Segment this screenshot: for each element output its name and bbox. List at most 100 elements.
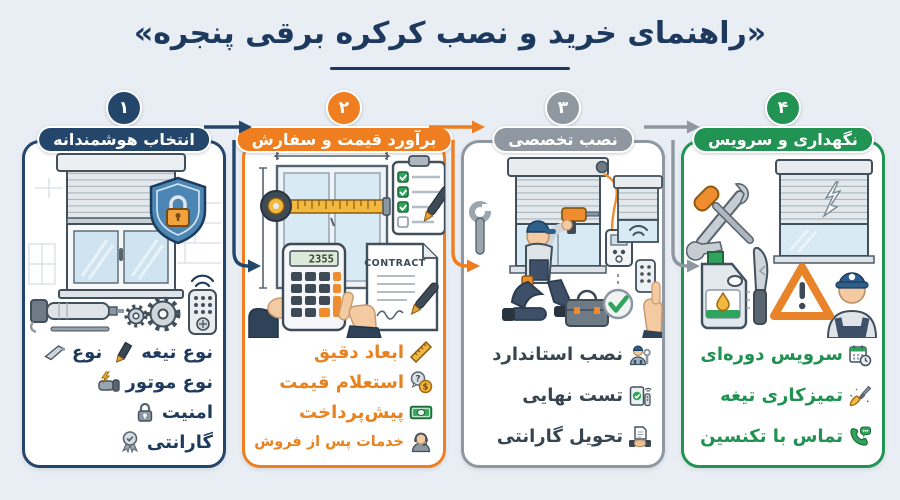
measure-quote-illustration: CONTRACT 2355 <box>248 152 445 338</box>
checklist-row: تست نهایی <box>470 375 654 416</box>
support-agent-icon <box>409 430 433 454</box>
checklist-label: امنیت <box>161 401 213 423</box>
technician-with-drill <box>502 207 600 321</box>
contract-label: CONTRACT <box>364 258 426 269</box>
banknote-icon <box>409 400 433 424</box>
calendar-clock-icon <box>848 343 872 367</box>
checklist-row: نوع تیغه نوع <box>31 337 215 367</box>
checklist-label: سرویس دوره‌ای <box>700 344 843 365</box>
checklist: نوع تیغه نوع نوع موتور امنیت گارانتی <box>31 337 215 457</box>
blade-icon <box>43 340 67 364</box>
checklist-label: تست نهایی <box>522 385 623 406</box>
blade-knife-icon <box>752 246 769 325</box>
title-underline <box>330 67 570 70</box>
checklist-row: ابعاد دقیق <box>251 337 435 367</box>
wrench-icon <box>469 201 492 255</box>
checklist-label: تمیزکاری تیغه <box>720 385 843 406</box>
technician-icon <box>628 343 652 367</box>
checklist-item: استعلام قیمت <box>279 370 433 394</box>
checklist-label: استعلام قیمت <box>279 371 404 393</box>
security-shield-icon <box>149 176 207 245</box>
checklist-label: پیش‌پرداخت <box>299 401 404 423</box>
toolbox-icon <box>565 289 609 327</box>
connector-elbow-3-4 <box>663 140 701 286</box>
checklist-label: نوع <box>71 341 103 363</box>
checklist-item: خدمات پس از فروش <box>254 430 433 454</box>
checklist-label: نوع تیغه <box>141 341 213 363</box>
remote-shutter-test <box>613 175 663 338</box>
checklist-item: تماس با تکنسین <box>700 425 872 449</box>
check-circle-icon <box>602 274 634 320</box>
damaged-shutter <box>773 159 875 264</box>
remote-control-illustration <box>188 274 217 335</box>
step-header-pill: انتخاب هوشمندانه <box>37 126 211 153</box>
medal-icon <box>118 430 142 454</box>
checklist-item: تحویل گارانتی <box>497 425 652 449</box>
shutter-window-illustration <box>28 153 221 335</box>
motor-icon <box>97 370 121 394</box>
checklist-label: نصب استاندارد <box>492 344 623 365</box>
step-panel-quote-order: ۲ برآورد قیمت و سفارش <box>235 90 453 468</box>
checklist: سرویس دوره‌ای تمیزکاری تیغه تماس با تکنسین <box>690 334 874 457</box>
checklist-label: تحویل گارانتی <box>496 426 623 447</box>
step-panel-smart-selection: ۱ انتخاب هوشمندانه <box>22 90 226 468</box>
warning-triangle-icon <box>770 263 834 320</box>
calculator-hands: 2355 <box>248 242 382 338</box>
checklist-item: نوع <box>43 340 102 364</box>
brush-icon <box>848 384 872 408</box>
phone-chat-icon <box>848 425 872 449</box>
checklist-row: تماس با تکنسین <box>690 416 874 457</box>
checklist-item: سرویس دوره‌ای <box>700 343 872 367</box>
step-panel-maintenance: ۴ نگهداری و سرویس <box>681 90 885 468</box>
connector-elbow-1-2 <box>224 140 262 286</box>
technician-avatar <box>826 272 878 338</box>
page-title: «راهنمای خرید و نصب کرکره برقی پنجره» <box>133 16 767 51</box>
checklist-row: نوع موتور <box>31 367 215 397</box>
checklist-label: تماس با تکنسین <box>700 426 843 447</box>
installation-illustration <box>469 157 663 338</box>
step-number-badge: ۴ <box>765 90 801 126</box>
checklist-item: نصب استاندارد <box>492 343 652 367</box>
checklist-row: گارانتی <box>31 427 215 457</box>
checklist: ابعاد دقیق استعلام قیمت پیش‌پرداخت خدمات پس… <box>251 337 435 457</box>
pen-icon <box>112 340 136 364</box>
checklist-row: نصب استاندارد <box>470 334 654 375</box>
checklist-clipboard <box>391 155 445 236</box>
oil-can-icon <box>700 251 750 330</box>
gears-icon <box>124 296 181 332</box>
checklist-row: تمیزکاری تیغه <box>690 375 874 416</box>
checklist-item: امنیت <box>133 400 213 424</box>
step-number-badge: ۱ <box>106 90 142 126</box>
connector-arrow-2-3 <box>427 119 487 135</box>
crack <box>822 181 842 219</box>
step-header-pill: نصب تخصصی <box>492 126 634 153</box>
connector-elbow-2-3 <box>443 140 481 286</box>
handshake-doc-icon <box>628 425 652 449</box>
checklist-row: استعلام قیمت <box>251 367 435 397</box>
maintenance-illustration <box>686 159 878 338</box>
pen <box>410 282 439 316</box>
checklist: نصب استاندارد تست نهایی تحویل گارانتی <box>470 334 654 457</box>
step-panel-installation: ۳ نصب تخصصی <box>461 90 665 468</box>
step-number-badge: ۳ <box>545 90 581 126</box>
checklist-label: خدمات پس از فروش <box>254 434 404 450</box>
checklist-item: گارانتی <box>118 430 213 454</box>
ruler-icon <box>409 340 433 364</box>
step-header-pill: برآورد قیمت و سفارش <box>235 126 453 153</box>
checklist-item: ابعاد دقیق <box>314 340 433 364</box>
connector-arrow-3-4 <box>642 119 702 135</box>
step-number-badge: ۲ <box>326 90 362 126</box>
calculator-display: 2355 <box>309 254 334 266</box>
contract-document: CONTRACT <box>364 242 439 332</box>
checklist-row: خدمات پس از فروش <box>251 427 435 457</box>
crossed-tools-icon <box>686 183 754 261</box>
checklist-item: پیش‌پرداخت <box>299 400 433 424</box>
checklist-label: نوع موتور <box>125 371 213 393</box>
checklist-row: پیش‌پرداخت <box>251 397 435 427</box>
device-check-icon <box>628 384 652 408</box>
checklist-item: تمیزکاری تیغه <box>720 384 872 408</box>
window-with-roller-shutter <box>56 153 186 299</box>
checklist-item: نوع تیغه <box>112 340 213 364</box>
checklist-row: سرویس دوره‌ای <box>690 334 874 375</box>
